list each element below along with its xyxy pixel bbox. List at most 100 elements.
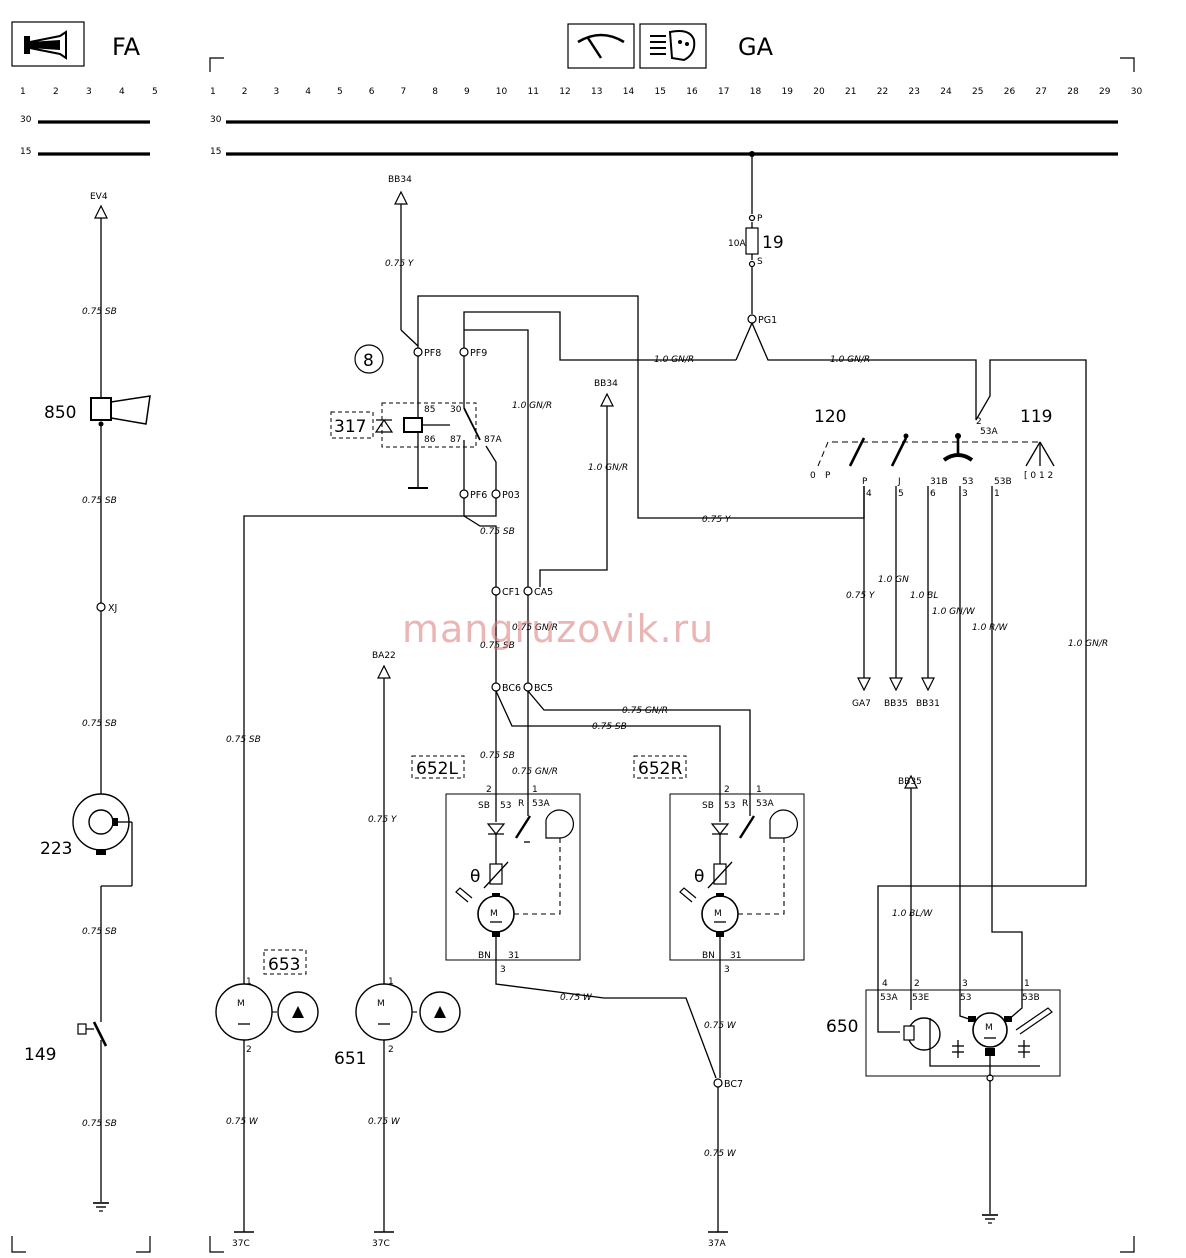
node-xj [96, 602, 106, 612]
motor-pin-2: 2 [724, 785, 730, 795]
component-653: 653 [268, 955, 300, 975]
wire-label: 0.75 W [560, 993, 593, 1003]
component-652r: 652R [638, 759, 682, 779]
switch-pos-119: [ 0 1 2 [1024, 471, 1053, 481]
node-cf1-label: CF1 [502, 587, 520, 598]
switch-pin-1: 1 [994, 489, 1000, 499]
motor-brush [716, 931, 724, 937]
motor-park-switch [514, 815, 532, 839]
thermal-slash [707, 861, 733, 889]
ground-symbol [982, 1214, 998, 1224]
node-pf9 [459, 347, 469, 357]
rail-30-label: 30 [20, 115, 32, 125]
relay-pin-87a: 87A [484, 435, 502, 445]
motor-thermal [713, 863, 727, 885]
component-850: 850 [44, 403, 76, 423]
ref-arrow-down [857, 677, 871, 692]
wiper-icon [577, 33, 625, 59]
section-fa-title: FA [112, 33, 141, 61]
motor-pin-3: 3 [500, 965, 506, 975]
switch-pin-53: 53 [962, 477, 973, 487]
wire [751, 322, 977, 420]
wire [495, 690, 721, 790]
wire [735, 322, 753, 361]
ref-arrow [377, 664, 391, 679]
motor-cam [545, 809, 575, 839]
wire-label: 0.75 SB [82, 1119, 117, 1129]
ruler-tick-label: 10 [496, 87, 508, 97]
component-223: 223 [40, 839, 72, 859]
component-120: 120 [814, 407, 846, 427]
motor-diode [710, 823, 730, 835]
wiper-motor-652l: 652L 2 1 SB 53 R 53A θ M BN 31 3 0.75 W [411, 755, 717, 1079]
pump-pin-2: 2 [246, 1045, 252, 1055]
motor-pin-31: 31 [730, 951, 741, 961]
c650-pin-4: 4 [882, 979, 888, 989]
ruler-tick-label: 4 [305, 87, 311, 97]
motor-pin-bn: BN [702, 951, 715, 961]
component-651: 651 [334, 1049, 366, 1069]
motor-pin-bn: BN [478, 951, 491, 961]
node-p03-label: P03 [502, 490, 520, 501]
motor-brush [1004, 1016, 1012, 1022]
wire-label: 1.0 GN/R [588, 463, 628, 473]
rear-park-contact [903, 1025, 915, 1041]
wire-label: 0.75 GN/R [512, 767, 558, 777]
relay-pin-87: 87 [450, 435, 461, 445]
ruler-tick-label: 25 [972, 87, 983, 97]
horn-switch-button [77, 1023, 87, 1035]
motor-m-label: M [714, 909, 722, 919]
wire-label: 1.0 BL/W [892, 909, 933, 919]
relay-pin-86: 86 [424, 435, 436, 445]
horn-icon [110, 395, 151, 425]
wire [464, 329, 529, 587]
ruler-tick-label: 1 [20, 87, 26, 97]
wire [850, 486, 865, 519]
motor-pin-1: 1 [532, 785, 538, 795]
wire [527, 690, 751, 790]
wiper-switch: 120 119 [ 0 1 2 0 P P 4 J 5 31B 6 53 3 5… [702, 407, 1055, 984]
motor-pin-sb: SB [478, 801, 490, 811]
fuse-terminal [748, 260, 756, 268]
wire [991, 486, 1023, 984]
fuse-pin-p: P [757, 214, 763, 224]
c650-pin-2: 2 [914, 979, 920, 989]
wire [877, 359, 1087, 984]
wire-label: 0.75 W [704, 1021, 737, 1031]
junction-dot [955, 433, 961, 439]
motor-arm [455, 887, 473, 903]
ruler-tick-label: 1 [210, 87, 216, 97]
pump-m-label: M [377, 999, 385, 1009]
motor-pin-53a: 53A [756, 799, 774, 809]
motor-cam [769, 809, 799, 839]
wire-label: 1.0 BL [910, 591, 938, 601]
wire-label: 1.0 GN/R [654, 355, 694, 365]
relay-contact [463, 407, 481, 441]
wire [243, 498, 465, 984]
clock-spring-inner [88, 809, 114, 835]
ruler-tick-label: 27 [1036, 87, 1047, 97]
motor-brush [985, 1048, 995, 1056]
wire-label: 0.75 SB [592, 722, 627, 732]
switch-linkage [817, 441, 1040, 467]
horn-icon-box [11, 21, 85, 67]
motor-linkage [514, 838, 561, 915]
motor-pin-53a: 53A [532, 799, 550, 809]
relay-diode [374, 418, 394, 433]
ref-37c: 37C [372, 1239, 390, 1249]
ruler-tick-label: 3 [274, 87, 280, 97]
relay-area: BB34 0.75 Y PF8 PF9 8 317 85 86 30 87 87… [243, 175, 850, 984]
wire-label: 1.0 GN/R [830, 355, 870, 365]
ruler-tick-label: 28 [1067, 87, 1079, 97]
ruler-tick-label: 26 [1004, 87, 1016, 97]
motor-brush [492, 931, 500, 937]
thermal-slash [483, 861, 509, 889]
c650-pin-53: 53 [960, 993, 971, 1003]
ruler-tick-label: 15 [655, 87, 666, 97]
node-pg1-label: PG1 [758, 315, 777, 326]
switch-pin-3: 3 [962, 489, 968, 499]
wire-label: 0.75 W [368, 1117, 401, 1127]
c650-pin-53b: 53B [1022, 993, 1040, 1003]
horn-850-body [90, 397, 112, 421]
